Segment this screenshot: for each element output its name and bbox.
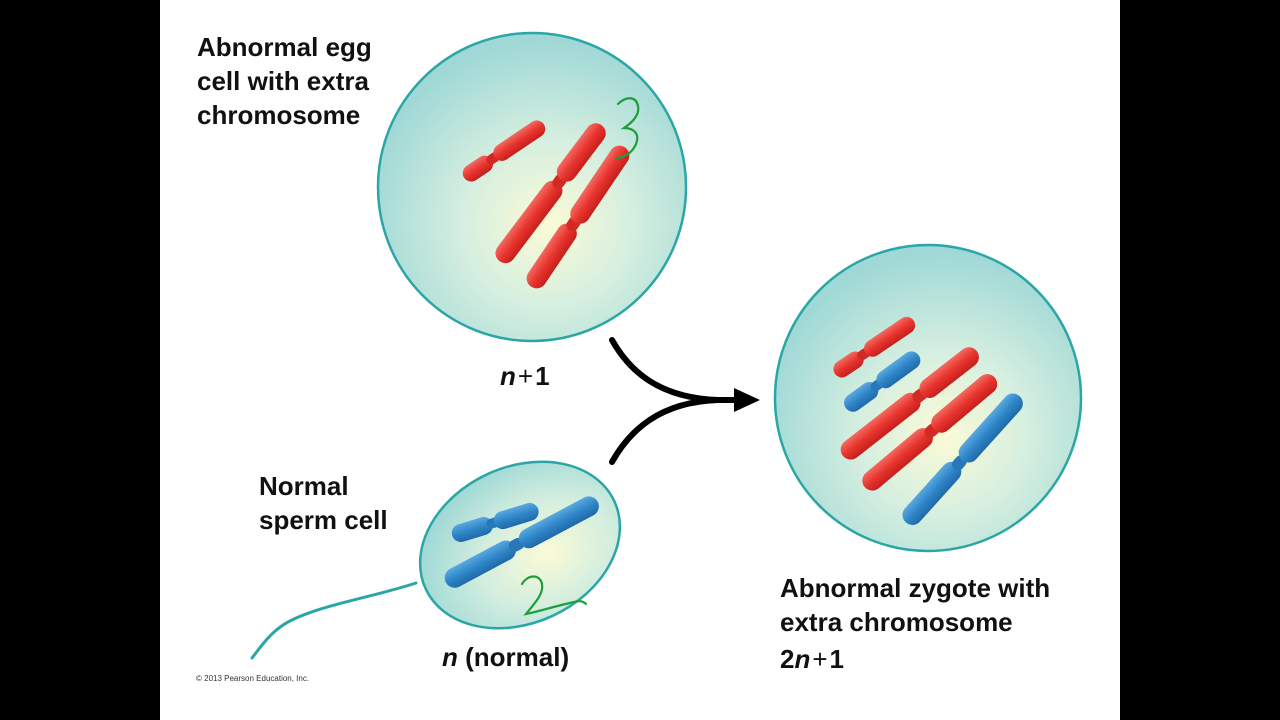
zygote-formula-n: n xyxy=(794,644,811,674)
egg-chromosome-small xyxy=(462,120,546,182)
copyright-notice: © 2013 Pearson Education, Inc. xyxy=(196,674,310,683)
sperm-ploidy-formula: n (normal) xyxy=(442,641,569,673)
diagram-artwork xyxy=(250,31,1083,660)
slide: Abnormal egg cell with extra chromosome … xyxy=(160,0,1120,720)
egg-cell-label: Abnormal egg cell with extra chromosome xyxy=(197,32,372,130)
sperm-tail xyxy=(250,581,418,660)
egg-formula-n: n xyxy=(500,361,516,391)
egg-formula-plus: + xyxy=(517,361,534,391)
egg-cell xyxy=(376,31,688,343)
sperm-formula-n: n xyxy=(442,642,458,672)
zygote-formula-plus: + xyxy=(812,644,828,674)
egg-chromosome-long-1 xyxy=(495,123,606,264)
arrow-head xyxy=(734,388,760,412)
sperm-cell-label: Normal sperm cell xyxy=(259,471,388,535)
zygote-chromosome-blue-long xyxy=(902,393,1023,525)
zygote-formula-one: 1 xyxy=(829,644,845,674)
zygote-cell xyxy=(773,243,1083,553)
egg-annotation-stroke xyxy=(614,97,640,160)
egg-ploidy-formula: n+1 xyxy=(500,360,550,392)
zygote-cell-label: Abnormal zygote with extra chromosome xyxy=(780,573,1051,637)
sperm-chromosome-short xyxy=(451,502,539,542)
zygote-chromosome-red-long-2 xyxy=(862,374,998,491)
zygote-chromosome-red-small xyxy=(833,316,916,378)
sperm-chromosome-long xyxy=(444,496,599,588)
fertilization-arrow xyxy=(609,337,741,465)
zygote-formula-two: 2 xyxy=(780,644,795,674)
zygote-ploidy-formula: 2n+1 xyxy=(780,643,844,675)
sperm-formula-normal: (normal) xyxy=(457,642,570,672)
sperm-annotation-stroke xyxy=(520,575,588,616)
zygote-chromosome-red-long-1 xyxy=(840,347,979,460)
zygote-chromosome-blue-small xyxy=(844,351,921,412)
egg-chromosome-long-2 xyxy=(526,145,630,289)
egg-formula-one: 1 xyxy=(535,361,550,391)
